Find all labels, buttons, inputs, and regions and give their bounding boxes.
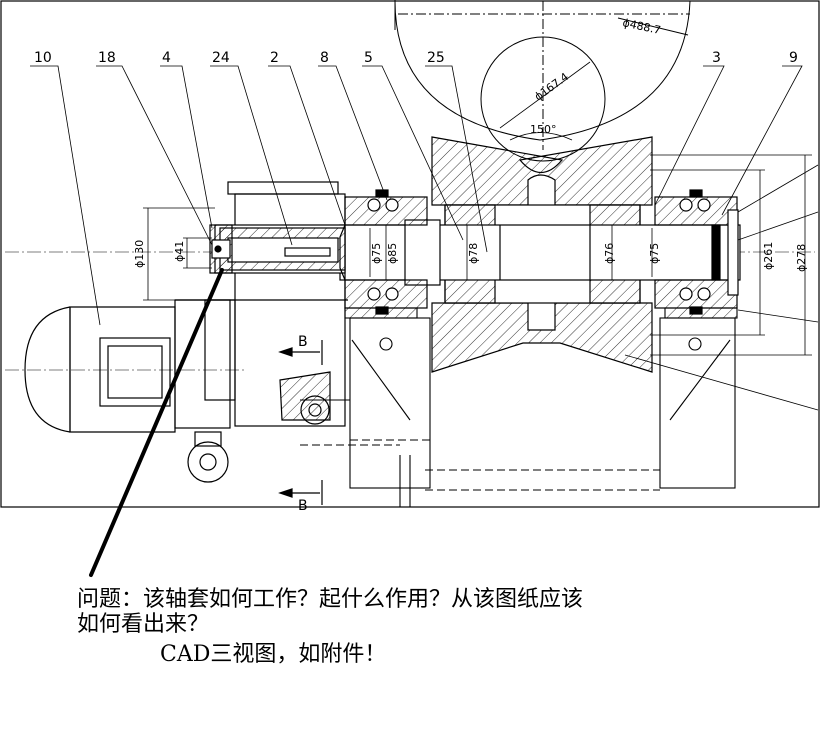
part-number-25: 25 bbox=[427, 50, 445, 66]
question-line-2: 如何看出来？ bbox=[77, 612, 210, 637]
support-wheel bbox=[187, 395, 330, 483]
dim-d75-left: ϕ75 bbox=[370, 243, 383, 264]
question-line-3: CAD三视图，如附件！ bbox=[160, 642, 387, 667]
angle-arc bbox=[509, 132, 573, 141]
dim-d41: ϕ41 bbox=[173, 241, 186, 262]
dim-d278: ϕ278 bbox=[795, 244, 808, 272]
section-markers bbox=[278, 340, 323, 505]
dim-d130: ϕ130 bbox=[133, 240, 146, 268]
part-number-9: 9 bbox=[789, 50, 798, 66]
dim-d78: ϕ78 bbox=[467, 243, 480, 264]
right-bearing bbox=[654, 189, 739, 315]
large-circle bbox=[394, 0, 691, 150]
annotation-pointer bbox=[89, 268, 224, 577]
main-shaft bbox=[339, 219, 741, 286]
part-number-10: 10 bbox=[34, 50, 52, 66]
dim-d75-right: ϕ75 bbox=[648, 243, 661, 264]
section-label-top: B bbox=[298, 334, 308, 350]
section-label-bottom: B bbox=[298, 498, 308, 514]
part-number-24: 24 bbox=[212, 50, 230, 66]
question-line-1: 问题：该轴套如何工作？起什么作用？从该图纸应该 bbox=[77, 587, 584, 612]
dim-d76: ϕ76 bbox=[603, 243, 616, 264]
gearbox bbox=[174, 181, 348, 429]
part-number-2: 2 bbox=[270, 50, 279, 66]
part-number-8: 8 bbox=[320, 50, 329, 66]
dim-outer-circle: ϕ488.7 bbox=[621, 16, 662, 37]
groove-circle-dim-line bbox=[499, 61, 591, 129]
leader-lines bbox=[30, 65, 803, 326]
part-number-3: 3 bbox=[712, 50, 721, 66]
motor bbox=[5, 306, 245, 433]
dim-angle: 150° bbox=[530, 123, 557, 136]
part-number-labels: 10 18 4 24 2 8 5 25 3 9 bbox=[34, 50, 798, 66]
left-dimensions bbox=[143, 207, 653, 301]
part-number-4: 4 bbox=[162, 50, 171, 66]
shaft-sleeve bbox=[209, 224, 233, 274]
dim-d85: ϕ85 bbox=[386, 243, 399, 264]
support-frames bbox=[300, 307, 738, 507]
dim-groove-circle: ϕ167.4 bbox=[532, 70, 571, 103]
part-number-5: 5 bbox=[364, 50, 373, 66]
left-bearing bbox=[344, 189, 428, 315]
part-number-18: 18 bbox=[98, 50, 116, 66]
right-dimensions bbox=[624, 154, 819, 411]
dim-d261: ϕ261 bbox=[762, 242, 775, 270]
